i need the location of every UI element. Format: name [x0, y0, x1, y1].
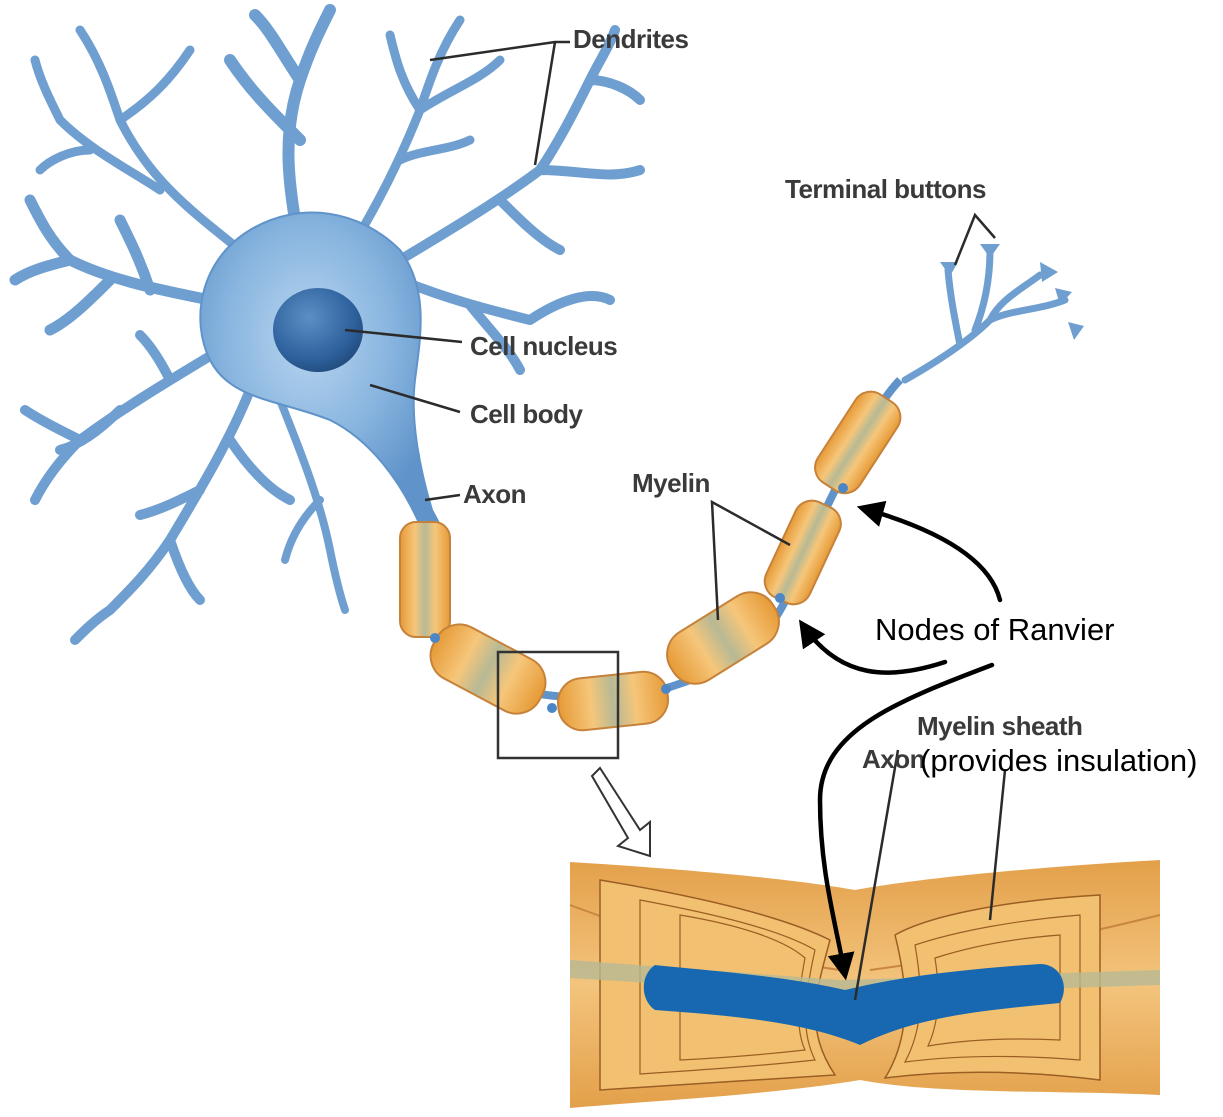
magnify-arrow — [592, 768, 650, 856]
label-myelin-sheath: Myelin sheath — [917, 711, 1082, 741]
myelin-segments — [400, 385, 907, 733]
node-inset — [570, 860, 1160, 1108]
label-axon: Axon — [463, 479, 526, 509]
label-cell-body: Cell body — [470, 399, 584, 429]
label-axon-inset: Axon — [862, 744, 925, 774]
terminal-buttons — [905, 244, 1084, 380]
label-terminal-buttons: Terminal buttons — [785, 174, 986, 204]
label-provides-insulation: (provides insulation) — [920, 743, 1197, 778]
label-dendrites: Dendrites — [573, 24, 688, 54]
label-myelin: Myelin — [632, 468, 710, 498]
label-cell-nucleus: Cell nucleus — [470, 331, 617, 361]
label-nodes-of-ranvier: Nodes of Ranvier — [875, 612, 1115, 647]
